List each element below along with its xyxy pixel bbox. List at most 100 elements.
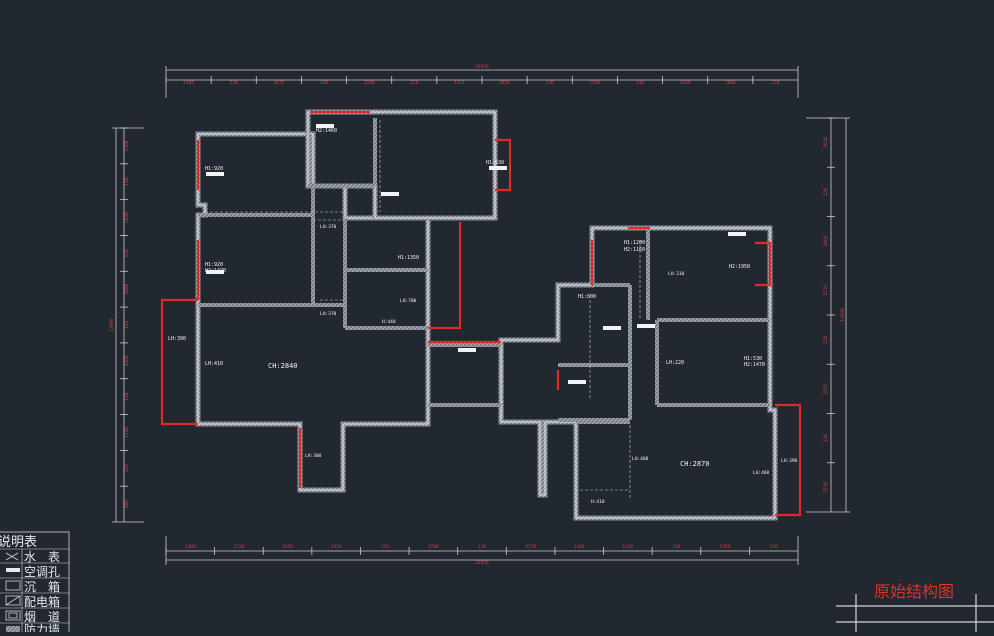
legend-item-fire-wall: 防力墙 <box>24 622 60 632</box>
dimension-text: 4260 <box>124 355 130 366</box>
dimension-lines <box>112 66 850 565</box>
dimension-total: 33950 <box>475 64 489 70</box>
dimension-text: 600 <box>124 500 130 508</box>
room-label: H1:1350 <box>398 255 419 261</box>
dimension-text: 120 <box>771 80 779 86</box>
dimension-text: 120 <box>823 188 829 196</box>
room-label: LH:460 <box>632 456 649 462</box>
dimension-text: 3780 <box>428 544 439 550</box>
room-label: LH:300 <box>305 453 322 459</box>
dimension-text: 2710 <box>823 285 829 296</box>
window-line <box>775 403 802 517</box>
dimension-text: 3800 <box>124 283 130 294</box>
flue-icon <box>5 610 21 621</box>
dimension-text: 2320 <box>234 544 245 550</box>
room-label: H1:800 <box>578 294 596 300</box>
room-label: H1:530 <box>744 356 762 362</box>
windows-layer <box>160 110 802 517</box>
dimension-text: 120 <box>124 249 130 257</box>
dimension-text: 1300 <box>574 544 585 550</box>
ac-hole-marker <box>728 232 746 236</box>
window-line <box>755 241 772 287</box>
room-label: H2:1470 <box>744 362 765 368</box>
dimension-text: 120 <box>410 80 418 86</box>
legend-item-sink-box: 沉 箱 <box>24 579 60 594</box>
dimension-text: 4431 <box>454 80 465 86</box>
legend-item-ac-hole: 空调孔 <box>24 565 60 579</box>
dimension-text: 1200 <box>124 140 130 151</box>
dimension-text: 210 <box>770 544 778 550</box>
room-label: H2:1460 <box>316 128 337 134</box>
dimension-text: 2000 <box>725 80 736 86</box>
ac-hole-marker <box>603 326 621 330</box>
room-label: CH:2870 <box>680 460 710 468</box>
window-line <box>428 222 462 330</box>
legend-table: 说明表 水 表 空调孔 沉 箱 配电箱 <box>0 531 70 636</box>
dimension-text: 4779 <box>525 544 536 550</box>
dimension-text: 1400 <box>185 544 196 550</box>
dimension-text: 120 <box>124 321 130 329</box>
room-label: CH:2840 <box>268 362 298 370</box>
ac-hole-marker <box>381 192 399 196</box>
dimension-text: 120 <box>823 434 829 442</box>
dimension-text: 1150 <box>622 544 633 550</box>
room-label: LH:390 <box>168 336 186 342</box>
dimension-text: 2260 <box>364 80 375 86</box>
room-label: LH:310 <box>668 271 685 277</box>
dimension-text: 1060 <box>823 235 829 246</box>
dimension-text: 120 <box>381 544 389 550</box>
dimension-text: 120 <box>478 544 486 550</box>
dimension-text: 2110 <box>124 427 130 438</box>
dimension-text: 3650 <box>282 544 293 550</box>
water-meter-icon <box>5 552 19 561</box>
legend-item-distribution-box: 配电箱 <box>24 594 60 609</box>
dimension-text: 120 <box>823 335 829 343</box>
ac-hole-marker <box>568 380 586 384</box>
dimension-text: 228 <box>230 80 238 86</box>
dimension-text: 240 <box>636 80 644 86</box>
ac-hole-marker <box>206 270 224 274</box>
drawing-title: 原始结构图 <box>874 582 954 601</box>
dimension-total: 13900 <box>109 318 115 332</box>
window-line <box>495 138 512 192</box>
walls-layer <box>195 109 778 521</box>
dimension-total: 33950 <box>475 560 489 566</box>
wall-edge <box>500 227 776 519</box>
room-labels-layer: H1:920H2:1460H1:430H1:920H2:1470LH:370H1… <box>168 128 798 505</box>
room-label: H1:920 <box>205 166 223 172</box>
legend-title: 说明表 <box>0 535 37 550</box>
sink-box-icon <box>5 580 21 591</box>
window-line <box>160 298 198 426</box>
room-label: LH:390 <box>781 458 798 464</box>
dimension-text: 120 <box>672 544 680 550</box>
dimension-text: 2975 <box>823 383 829 394</box>
dimension-text: 1410 <box>331 544 342 550</box>
dimension-text: 4079 <box>273 80 284 86</box>
room-label: H2:1950 <box>729 264 750 270</box>
dimension-text: 5780 <box>720 544 731 550</box>
distribution-box-icon <box>5 595 21 606</box>
room-label: H1:430 <box>486 160 504 166</box>
legend-item-water-meter: 水 表 <box>24 550 60 564</box>
ac-hole-icon <box>6 568 20 572</box>
dimension-text: 120 <box>124 392 130 400</box>
dimension-text: 3420 <box>124 212 130 223</box>
dimension-text: 120 <box>124 177 130 185</box>
dimension-text: 2750 <box>823 482 829 493</box>
room-label: LH:700 <box>400 298 417 304</box>
dimension-total: 13900 <box>840 308 846 322</box>
wall-outline <box>498 225 778 521</box>
dimension-text: 120 <box>124 464 130 472</box>
room-label: LH:370 <box>320 224 337 230</box>
ac-hole-marker <box>316 124 334 128</box>
legend-item-flue: 烟 道 <box>24 610 60 624</box>
room-label: LH:460 <box>753 470 770 476</box>
dimension-text: 180 <box>320 80 328 86</box>
room-label: H2:1160 <box>624 247 645 253</box>
dimension-text: 240 <box>546 80 554 86</box>
ac-hole-marker <box>458 348 476 352</box>
room-label: LH:410 <box>205 361 223 367</box>
room-label: H1:1200 <box>624 240 645 246</box>
